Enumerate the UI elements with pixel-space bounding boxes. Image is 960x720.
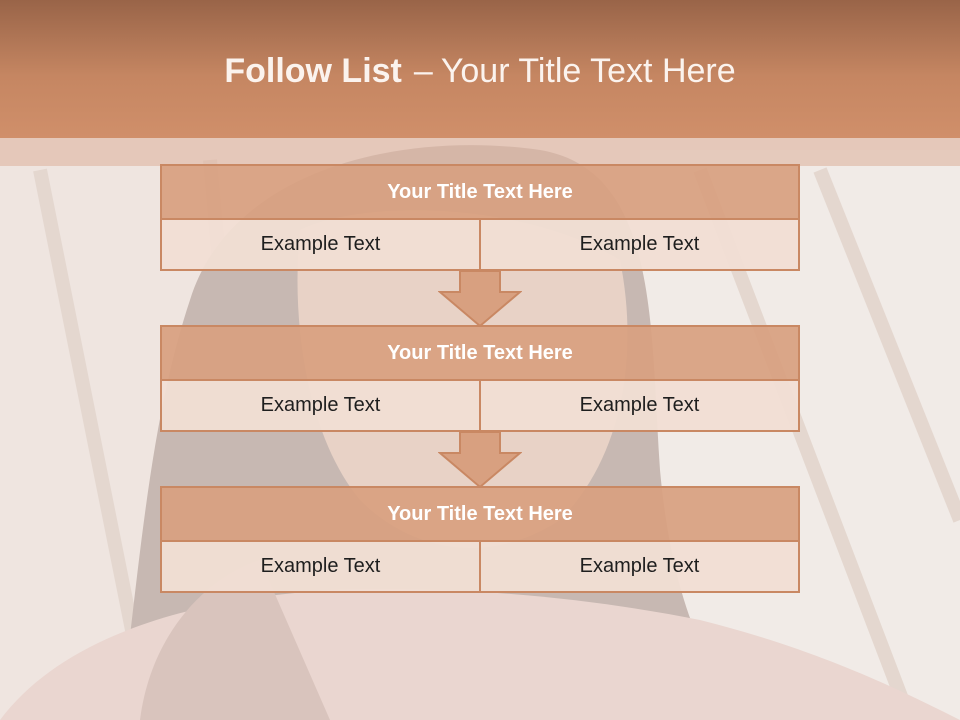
list-block-3: Your Title Text Here Example Text Exampl… [160, 486, 800, 593]
block-row: Example Text Example Text [160, 542, 800, 593]
block-cell-left: Example Text [160, 381, 481, 432]
block-title: Your Title Text Here [160, 325, 800, 381]
block-cell-left: Example Text [160, 220, 481, 271]
slide-title: Follow List–Your Title Text Here [0, 52, 960, 91]
block-cell-left: Example Text [160, 542, 481, 593]
list-block-2: Your Title Text Here Example Text Exampl… [160, 325, 800, 432]
block-row: Example Text Example Text [160, 220, 800, 271]
title-bar [0, 0, 960, 138]
down-arrow-icon [438, 431, 522, 489]
block-title: Your Title Text Here [160, 164, 800, 220]
slide-title-dash: – [413, 52, 433, 90]
slide-title-bold: Follow List [224, 52, 402, 90]
block-cell-right: Example Text [481, 220, 800, 271]
block-cell-right: Example Text [481, 381, 800, 432]
block-row: Example Text Example Text [160, 381, 800, 432]
slide-title-rest: Your Title Text Here [440, 52, 736, 90]
block-cell-right: Example Text [481, 542, 800, 593]
header-band [0, 138, 960, 166]
block-title: Your Title Text Here [160, 486, 800, 542]
list-block-1: Your Title Text Here Example Text Exampl… [160, 164, 800, 271]
down-arrow-icon [438, 270, 522, 328]
